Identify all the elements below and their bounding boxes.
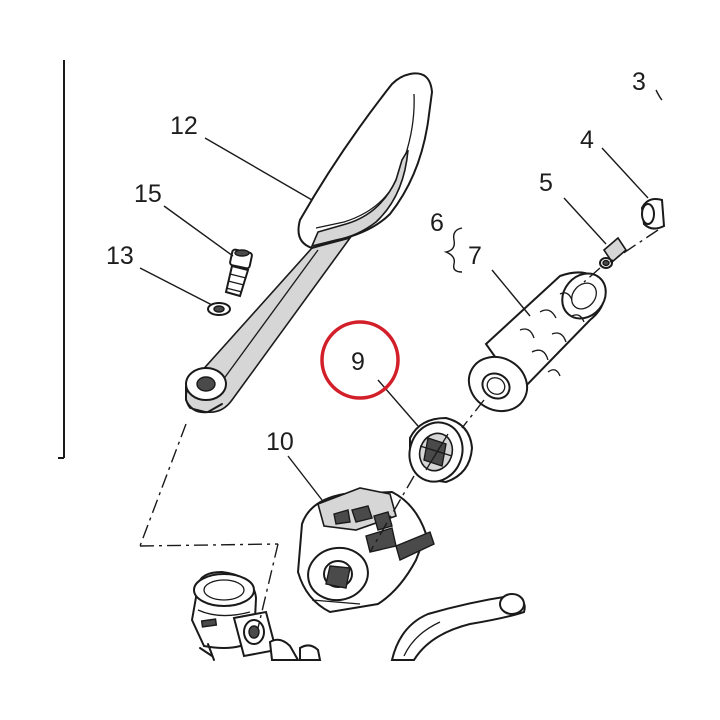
brake-lever (390, 593, 526, 661)
callout-12: 12 (170, 112, 198, 140)
spacer-part-9[interactable] (401, 415, 474, 489)
switch-housing-part-10[interactable] (296, 487, 435, 614)
callout-15: 15 (134, 180, 162, 208)
callout-7: 7 (468, 242, 482, 270)
end-cap-part-4[interactable] (640, 198, 666, 230)
callout-3: 3 (632, 68, 646, 96)
highlight-circle-part-9 (320, 320, 400, 400)
callout-6: 6 (430, 209, 444, 237)
assembly-axis-lines (139, 229, 659, 629)
callout-9: 9 (351, 348, 365, 376)
fitting-part-5[interactable] (599, 236, 628, 269)
mirror-part-12[interactable] (185, 72, 434, 414)
callout-10: 10 (266, 428, 294, 456)
bolt-part-15[interactable] (224, 248, 253, 298)
callout-4: 4 (580, 126, 594, 154)
callout-13: 13 (106, 242, 134, 270)
washer-part-13[interactable] (207, 302, 231, 316)
grip-part-7[interactable] (459, 265, 615, 422)
callout-5: 5 (539, 169, 553, 197)
master-cylinder (190, 570, 322, 661)
